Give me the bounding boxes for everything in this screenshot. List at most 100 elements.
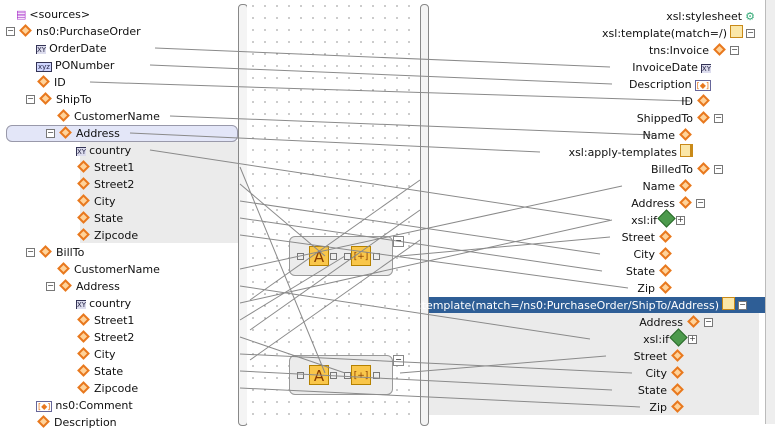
node-label: Street2 <box>94 178 135 191</box>
source-node[interactable]: [◆]ns0:Comment <box>36 397 133 414</box>
mapping-line <box>239 217 603 272</box>
target-node[interactable]: Description[◆] <box>629 76 711 93</box>
concat-function-icon[interactable]: [+] <box>351 365 371 385</box>
node-label: xsl:template(match=/ns0:PurchaseOrder/Sh… <box>402 299 719 312</box>
collapse-toggle-icon[interactable]: − <box>704 317 713 327</box>
target-node[interactable]: Address− <box>639 314 713 331</box>
function-group-1[interactable]: A [+] <box>289 236 393 276</box>
node-label: xsl:apply-templates <box>568 146 677 159</box>
source-node[interactable]: −ShipTo <box>26 91 92 108</box>
collapse-toggle-icon[interactable]: + <box>676 215 685 225</box>
source-node[interactable]: −BillTo <box>26 244 84 261</box>
mapping-line <box>239 219 613 304</box>
element-icon <box>658 263 673 280</box>
mapping-line <box>399 236 611 257</box>
node-label: <sources> <box>29 8 91 21</box>
target-node[interactable]: State <box>638 382 685 399</box>
source-node[interactable]: Zipcode <box>76 380 138 397</box>
target-node[interactable]: xsl:if+ <box>643 327 697 349</box>
element-icon <box>76 176 91 193</box>
collapse-toggle-icon[interactable]: − <box>6 26 15 36</box>
node-label: xsl:stylesheet <box>666 10 743 23</box>
source-tree-panel <box>0 0 240 424</box>
collapse-toggle-icon[interactable]: − <box>714 164 723 174</box>
collapse-toggle-icon[interactable]: − <box>738 300 747 310</box>
element-icon <box>38 91 53 108</box>
mapping-line <box>239 166 326 374</box>
target-node[interactable]: Address− <box>631 195 705 212</box>
source-node[interactable]: ▤<sources> <box>16 6 90 23</box>
target-node[interactable]: tns:Invoice− <box>649 42 739 59</box>
node-label: Street <box>621 231 655 244</box>
source-node[interactable]: Description <box>36 414 117 431</box>
target-node[interactable]: State <box>626 263 673 280</box>
target-node[interactable]: ShippedTo − <box>637 110 723 127</box>
source-node[interactable]: State <box>76 210 123 227</box>
source-node[interactable]: − ns0:PurchaseOrder <box>6 23 141 40</box>
if-icon <box>669 327 688 349</box>
source-node[interactable]: ID <box>36 74 66 91</box>
element-icon <box>658 246 673 263</box>
collapse-toggle-icon[interactable]: − <box>46 281 55 291</box>
source-node[interactable]: CustomerName <box>56 261 160 278</box>
node-label: ID <box>681 95 693 108</box>
collapse-toggle-icon[interactable]: − <box>26 94 35 104</box>
target-node[interactable]: Street <box>634 348 685 365</box>
source-node[interactable]: Street2 <box>76 329 134 346</box>
stylesheet-icon: ⚙ <box>745 10 755 23</box>
collapse-icon[interactable]: − <box>393 355 404 366</box>
source-node[interactable]: City <box>76 346 116 363</box>
target-node[interactable]: xsl:apply-templates <box>568 143 693 161</box>
collapse-toggle-icon[interactable]: − <box>714 113 723 123</box>
element-icon <box>76 329 91 346</box>
source-node[interactable]: City <box>76 193 116 210</box>
node-label: country <box>89 297 132 310</box>
target-node[interactable]: xsl:if+ <box>631 208 685 229</box>
node-label: ShippedTo <box>636 112 693 125</box>
vertical-scrollbar[interactable] <box>765 0 775 424</box>
target-node[interactable]: xsl:stylesheet⚙ <box>666 8 755 25</box>
source-node[interactable]: Street1 <box>76 312 134 329</box>
source-node[interactable]: Zipcode <box>76 227 138 244</box>
target-node[interactable]: Name <box>643 127 693 144</box>
target-node[interactable]: ID <box>681 93 711 110</box>
collapse-toggle-icon[interactable]: − <box>746 28 755 38</box>
target-node[interactable]: City <box>633 246 673 263</box>
target-node[interactable]: City <box>645 365 685 382</box>
function-group-2[interactable]: A [+] <box>289 355 393 395</box>
source-node[interactable]: Street1 <box>76 159 134 176</box>
source-node[interactable]: Street2 <box>76 176 134 193</box>
source-node[interactable]: −Address <box>46 278 120 295</box>
collapse-toggle-icon[interactable]: − <box>696 198 705 208</box>
node-label: ID <box>54 76 66 89</box>
target-node[interactable]: xsl:template(match=/ns0:PurchaseOrder/Sh… <box>402 296 747 314</box>
target-node[interactable]: xsl:template(match=/)− <box>602 24 755 42</box>
node-label: State <box>94 212 124 225</box>
shade <box>429 297 759 415</box>
target-node[interactable]: Zip <box>637 280 673 297</box>
element-icon <box>38 244 53 261</box>
source-node[interactable]: CustomerName <box>56 108 160 125</box>
collapse-toggle-icon[interactable]: − <box>46 128 55 138</box>
target-node[interactable]: Street <box>622 229 673 246</box>
node-label: ns0:PurchaseOrder <box>36 25 141 38</box>
attribute-icon: XY <box>36 45 47 54</box>
collapse-toggle-icon[interactable]: + <box>688 334 697 344</box>
selected-template-highlight <box>429 297 765 313</box>
node-label: City <box>645 367 667 380</box>
element-icon <box>76 227 91 244</box>
source-node[interactable]: State <box>76 363 123 380</box>
mapping-line <box>239 387 641 408</box>
collapse-toggle-icon[interactable]: − <box>26 247 35 257</box>
attribute-icon: XY <box>700 64 711 73</box>
collapse-toggle-icon[interactable]: − <box>730 45 739 55</box>
target-node[interactable]: Zip <box>649 399 685 416</box>
target-node[interactable]: BilledTo− <box>651 161 723 178</box>
source-node[interactable]: −Address <box>46 125 120 142</box>
target-node[interactable]: Name <box>643 178 693 195</box>
